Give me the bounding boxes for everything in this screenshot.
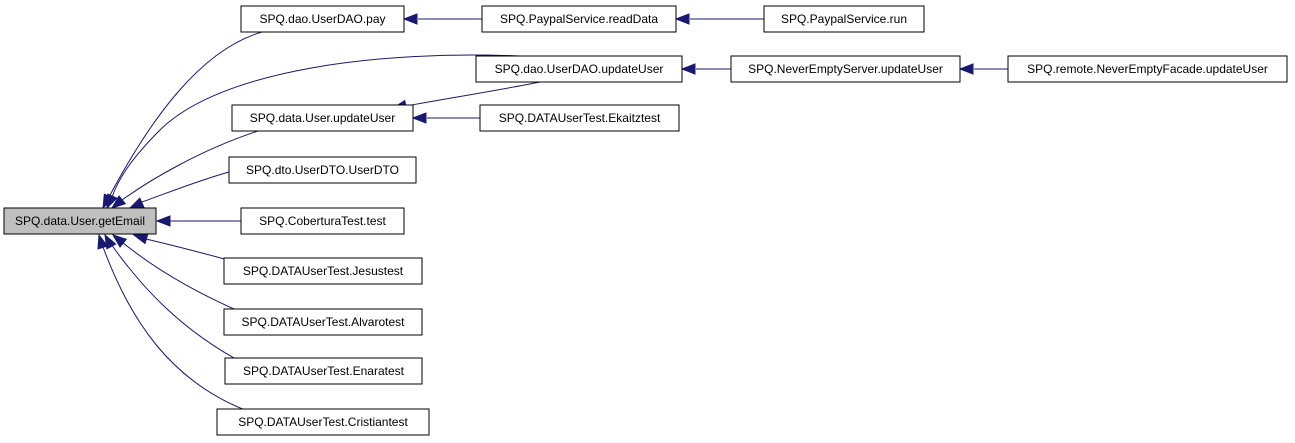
arrowhead-cristiantest-to-getEmail (97, 233, 109, 250)
node-label-userdao-update: SPQ.dao.UserDAO.updateUser (495, 62, 664, 76)
arrowhead-paypal_run-to-paypal_read (674, 13, 690, 25)
node-alvarotest[interactable]: SPQ.DATAUserTest.Alvarotest (223, 308, 423, 336)
node-label-cristiantest: SPQ.DATAUserTest.Cristiantest (238, 415, 408, 429)
node-label-cobertura: SPQ.CoberturaTest.test (259, 214, 386, 228)
node-label-facade-update: SPQ.remote.NeverEmptyFacade.updateUser (1027, 62, 1268, 76)
edge-user_update-to-getEmail (121, 130, 259, 201)
arrowhead-server_update-to-userdao_update (680, 63, 696, 75)
node-label-userdao-pay: SPQ.dao.UserDAO.pay (259, 12, 385, 26)
node-cristiantest[interactable]: SPQ.DATAUserTest.Cristiantest (216, 408, 430, 436)
edge-enaratest-to-getEmail (110, 243, 246, 365)
node-label-user-update: SPQ.data.User.updateUser (250, 111, 395, 125)
node-userdao-update[interactable]: SPQ.dao.UserDAO.updateUser (475, 55, 683, 83)
node-label-getEmail: SPQ.data.User.getEmail (15, 214, 145, 228)
node-paypal-run[interactable]: SPQ.PaypalService.run (763, 5, 925, 33)
arrowhead-jesustest-to-getEmail (132, 233, 149, 245)
node-label-enaratest: SPQ.DATAUserTest.Enaratest (243, 364, 405, 378)
arrowhead-userdto-to-getEmail (128, 197, 145, 209)
arrowhead-facade_update-to-server_update (958, 63, 974, 75)
nodes-layer: SPQ.data.User.getEmail SPQ.dao.UserDAO.p… (3, 5, 1288, 436)
node-label-ekaitztest: SPQ.DATAUserTest.Ekaitztest (499, 111, 661, 125)
node-ekaitztest[interactable]: SPQ.DATAUserTest.Ekaitztest (479, 104, 680, 132)
arrowhead-ekaitztest-to-user_update (411, 112, 427, 124)
node-enaratest[interactable]: SPQ.DATAUserTest.Enaratest (224, 357, 423, 385)
node-label-paypal-run: SPQ.PaypalService.run (781, 12, 907, 26)
node-jesustest[interactable]: SPQ.DATAUserTest.Jesustest (223, 257, 423, 285)
arrowhead-userdao_update-to-getEmail (106, 193, 118, 210)
node-label-jesustest: SPQ.DATAUserTest.Jesustest (243, 264, 404, 278)
arrowhead-user_update-to-getEmail (110, 195, 127, 209)
node-label-userdto: SPQ.dto.UserDTO.UserDTO (246, 163, 399, 177)
node-getEmail[interactable]: SPQ.data.User.getEmail (3, 207, 157, 235)
edge-alvarotest-to-getEmail (121, 241, 244, 314)
node-paypal-read[interactable]: SPQ.PaypalService.readData (481, 5, 677, 33)
node-server-update[interactable]: SPQ.NeverEmptyServer.updateUser (730, 55, 961, 83)
node-userdto[interactable]: SPQ.dto.UserDTO.UserDTO (228, 156, 417, 184)
node-facade-update[interactable]: SPQ.remote.NeverEmptyFacade.updateUser (1007, 55, 1288, 83)
node-userdao-pay[interactable]: SPQ.dao.UserDAO.pay (240, 5, 405, 33)
edge-userdao_update-to-getEmail (111, 54, 521, 198)
node-user-update[interactable]: SPQ.data.User.updateUser (231, 104, 414, 132)
node-cobertura[interactable]: SPQ.CoberturaTest.test (240, 207, 405, 235)
edge-userdao_update-to-user_update (405, 81, 541, 107)
node-label-paypal-read: SPQ.PaypalService.readData (500, 12, 658, 26)
edge-userdto-to-getEmail (141, 171, 230, 203)
edge-userdao_pay-to-getEmail (108, 31, 263, 198)
arrowhead-enaratest-to-getEmail (104, 233, 117, 250)
node-label-alvarotest: SPQ.DATAUserTest.Alvarotest (242, 315, 406, 329)
arrowhead-paypal_read-to-userdao_pay (402, 13, 418, 25)
node-label-server-update: SPQ.NeverEmptyServer.updateUser (748, 62, 943, 76)
edge-cristiantest-to-getEmail (102, 246, 246, 411)
arrowhead-alvarotest-to-getEmail (111, 234, 128, 248)
arrowhead-cobertura-to-getEmail (155, 215, 171, 227)
